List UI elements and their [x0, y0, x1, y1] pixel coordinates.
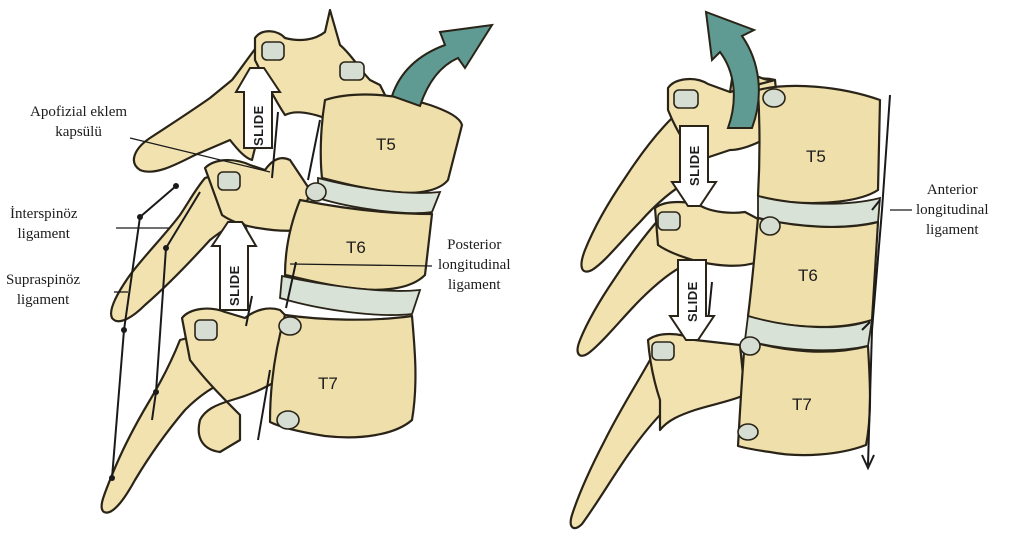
annotation-posterior-line-1: Posterior — [438, 235, 511, 255]
left-facet-2 — [340, 62, 364, 80]
annotation-anterior-longitudinal-ligament: Anterior longitudinal ligament — [916, 180, 989, 240]
left-facet-1 — [262, 42, 284, 60]
left-posterior-longitudinal-1 — [308, 120, 320, 180]
annotation-apofizial-eklem-kapsulu: Apofizial eklem kapsülü — [30, 102, 127, 142]
left-facet-4 — [306, 183, 326, 201]
right-slide-label-lower: SLIDE — [685, 281, 700, 322]
left-facet-5 — [195, 320, 217, 340]
left-label-t7: T7 — [318, 374, 338, 393]
left-motion-arrow-icon — [392, 25, 492, 106]
left-lig-dot-2 — [137, 214, 143, 220]
right-slide-label-upper: SLIDE — [687, 145, 702, 186]
left-slide-arrow-lower: SLIDE — [212, 222, 256, 310]
annotation-supraspinoz-ligament: Supraspinöz ligament — [6, 270, 80, 310]
annotation-interspinoz-ligament: İnterspinöz ligament — [10, 204, 77, 244]
right-facet-5 — [652, 342, 674, 360]
left-slide-label-upper: SLIDE — [251, 105, 266, 146]
annotation-apofizial-line-1: Apofizial eklem — [30, 102, 127, 122]
left-lig-dot-5 — [153, 389, 159, 395]
right-slide-arrow-lower: SLIDE — [670, 260, 714, 340]
left-slide-label-lower: SLIDE — [227, 265, 242, 306]
left-facet-7 — [277, 411, 299, 429]
right-label-t5: T5 — [806, 147, 826, 166]
left-label-t5: T5 — [376, 135, 396, 154]
left-facet-3 — [218, 172, 240, 190]
annotation-posterior-longitudinal-ligament: Posterior longitudinal ligament — [438, 235, 511, 295]
annotation-supraspinoz-line-1: Supraspinöz — [6, 270, 80, 290]
left-facet-6 — [279, 317, 301, 335]
right-facet-3 — [658, 212, 680, 230]
annotation-supraspinoz-line-2: ligament — [6, 290, 80, 310]
annotation-interspinoz-line-2: ligament — [10, 224, 77, 244]
right-facet-1 — [674, 90, 698, 108]
left-label-t6: T6 — [346, 238, 366, 257]
right-label-t6: T6 — [798, 266, 818, 285]
left-spine-figure: SLIDE SLIDE T5 T6 T7 — [102, 10, 492, 513]
annotation-interspinoz-line-1: İnterspinöz — [10, 204, 77, 224]
right-facet-2 — [763, 89, 785, 107]
left-lig-dot-1 — [173, 183, 179, 189]
annotation-anterior-line-3: ligament — [916, 220, 989, 240]
annotation-apofizial-line-2: kapsülü — [30, 122, 127, 142]
left-lig-dot-6 — [109, 475, 115, 481]
annotation-posterior-line-2: longitudinal — [438, 255, 511, 275]
left-lig-dot-4 — [163, 245, 169, 251]
right-spine-figure: SLIDE SLIDE T5 T6 T7 — [571, 12, 912, 528]
annotation-posterior-line-3: ligament — [438, 275, 511, 295]
right-facet-4 — [760, 217, 780, 235]
annotation-anterior-line-1: Anterior — [916, 180, 989, 200]
left-lig-dot-3 — [121, 327, 127, 333]
right-facet-6 — [740, 337, 760, 355]
right-label-t7: T7 — [792, 395, 812, 414]
right-facet-7 — [738, 424, 758, 440]
annotation-anterior-line-2: longitudinal — [916, 200, 989, 220]
